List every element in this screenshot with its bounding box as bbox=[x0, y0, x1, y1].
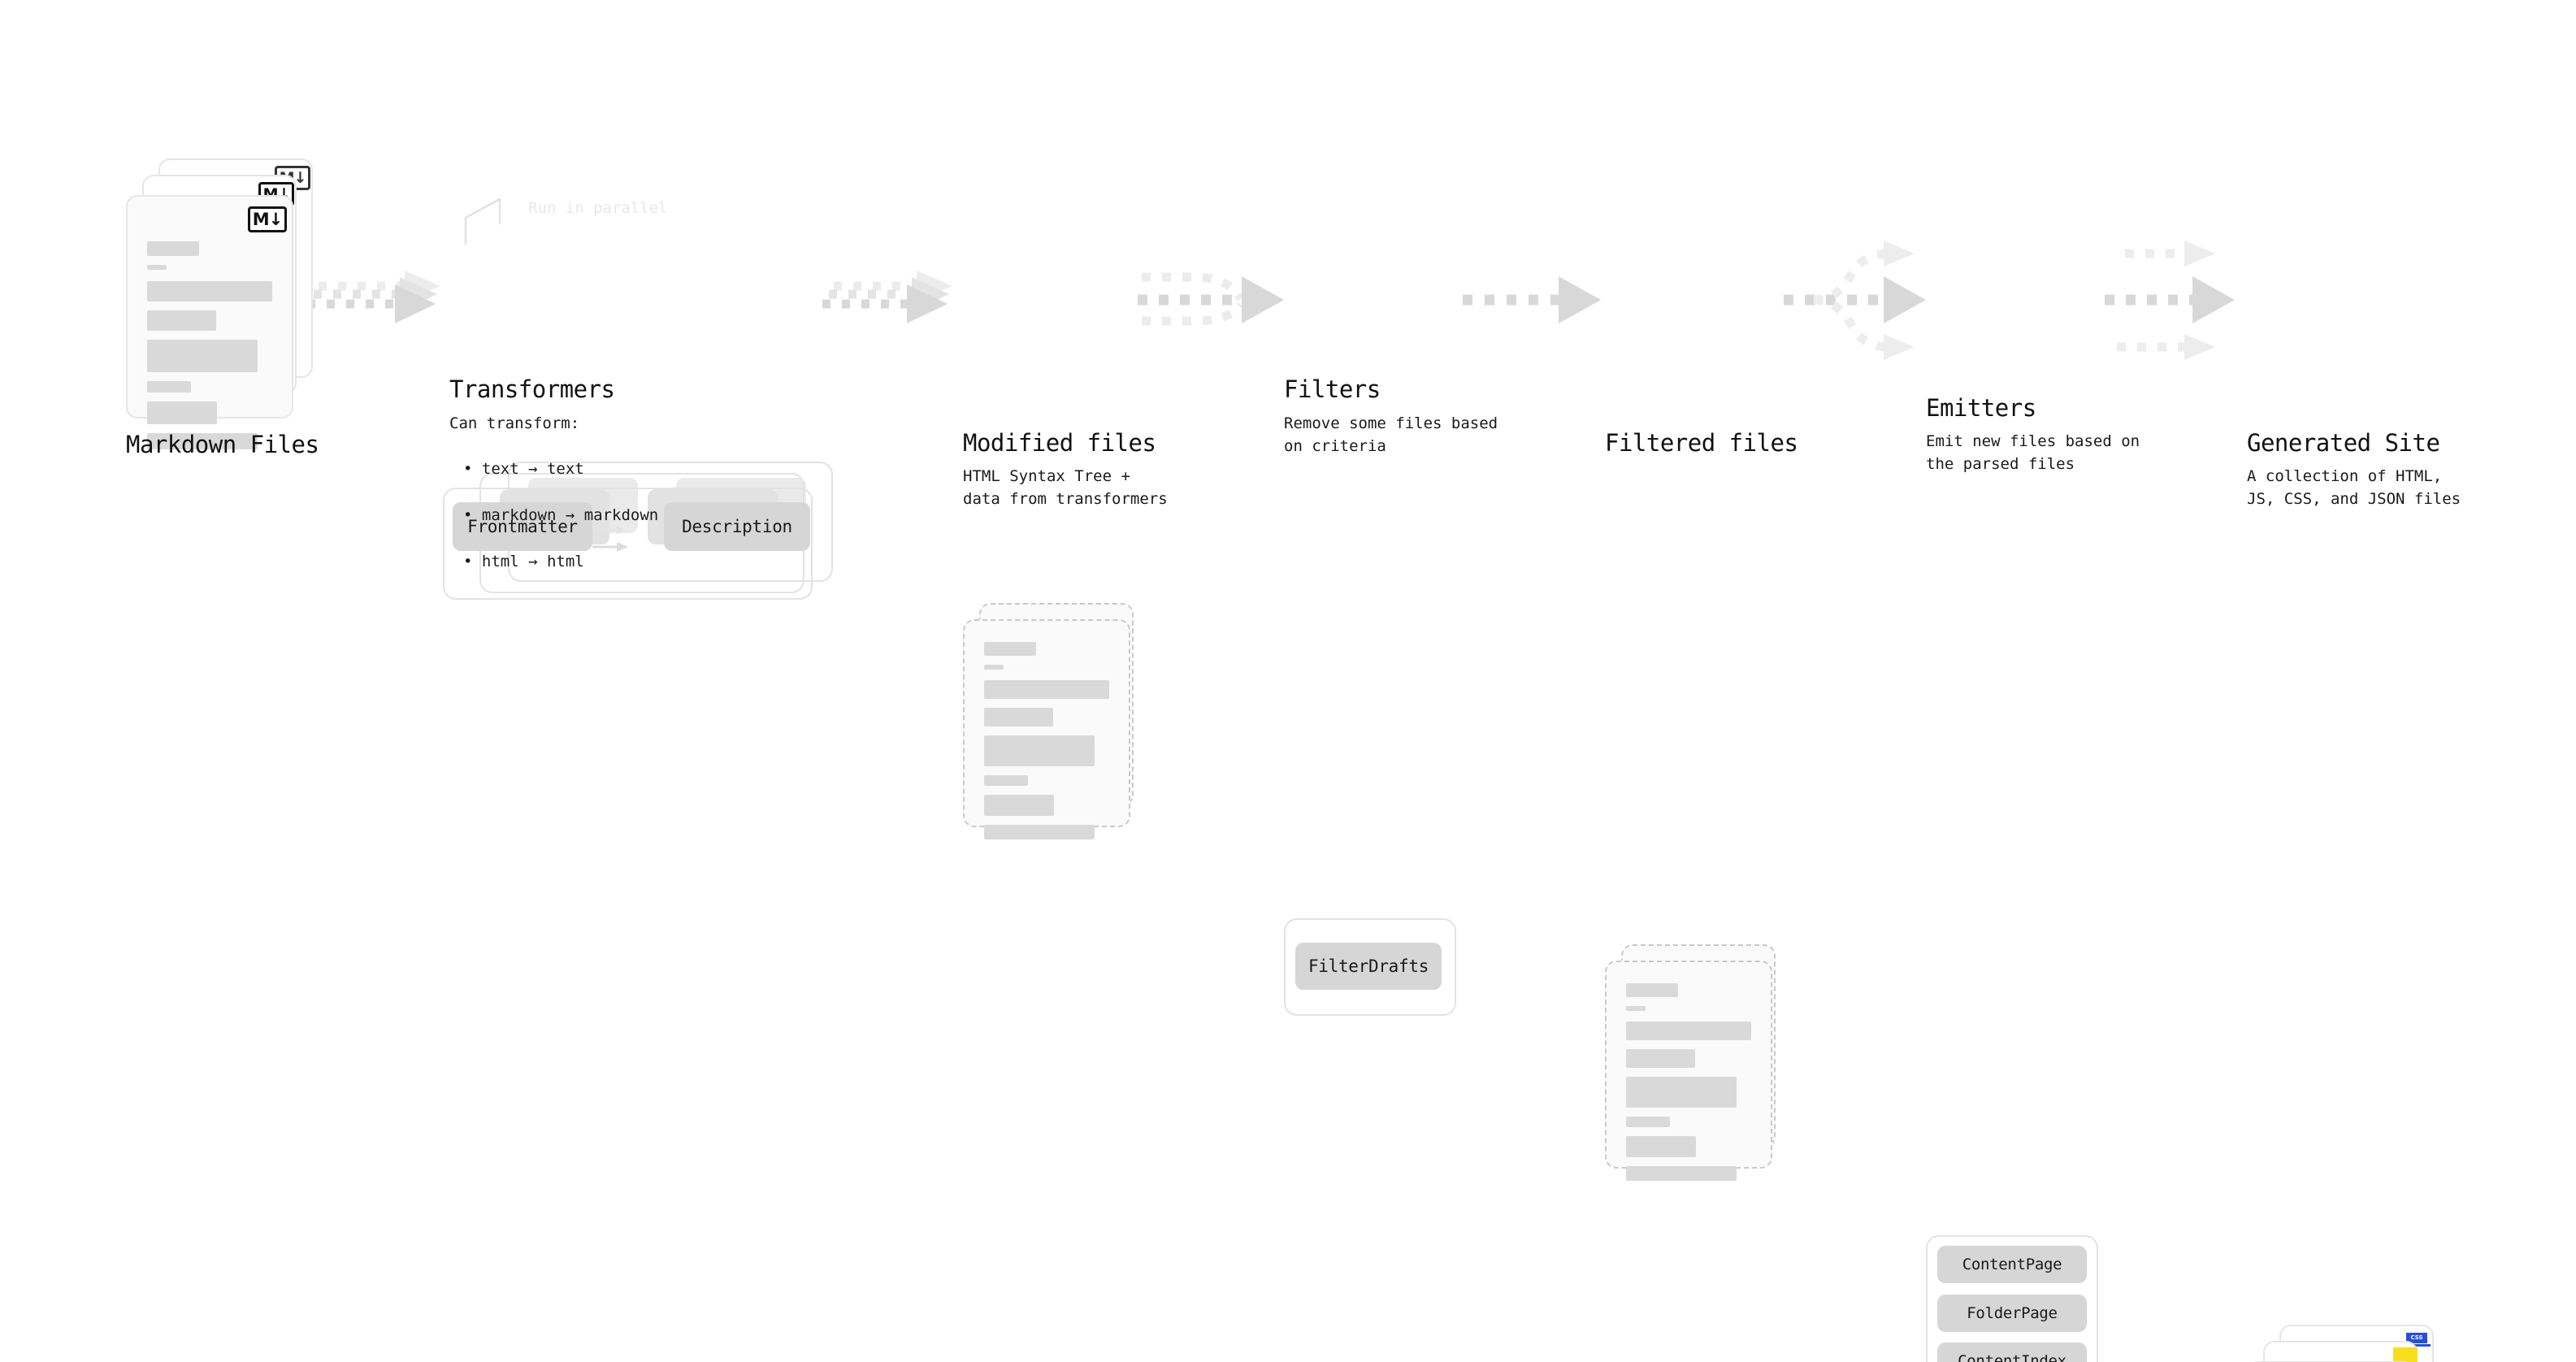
connector-filtered-to-emitters bbox=[1784, 241, 1926, 360]
caption-title-emitters: Emitters bbox=[1926, 394, 2036, 422]
caption-sub-filters: Remove some files based on criteria bbox=[1284, 414, 1498, 455]
doc-line bbox=[147, 340, 258, 372]
connector-modified-to-filters bbox=[1138, 272, 1284, 326]
modified-card-front bbox=[963, 619, 1130, 839]
doc-line bbox=[147, 265, 167, 270]
filtered-card-lines bbox=[1626, 983, 1751, 1190]
doc-line bbox=[984, 795, 1055, 816]
doc-line bbox=[1626, 1117, 1670, 1127]
site-card-front: HTML bbox=[2247, 1361, 2414, 1362]
stage-markdown-files: M↓ M↓ M↓ bbox=[126, 158, 321, 449]
connector-emitters-to-site bbox=[2105, 241, 2235, 360]
doc-line bbox=[1626, 983, 1678, 997]
pipeline-diagram: M↓ M↓ M↓ Markdown Files bbox=[0, 0, 2576, 681]
markdown-badge-front: M↓ bbox=[248, 206, 287, 232]
caption-sub-emitters: Emit new files based on the parsed files bbox=[1926, 432, 2140, 473]
js-logo bbox=[2393, 1347, 2418, 1362]
transformers-bullet-item: markdown → markdown bbox=[463, 504, 658, 527]
caption-sub-generated-site: A collection of HTML, JS, CSS, and JSON … bbox=[2247, 467, 2461, 508]
connectors-layer bbox=[307, 197, 2235, 360]
caption-title-transformers: Transformers bbox=[449, 375, 615, 403]
caption-title-filters: Filters bbox=[1284, 375, 1381, 403]
run-in-parallel-label: Run in parallel bbox=[528, 199, 668, 217]
emitter-chip-contentpage[interactable]: ContentPage bbox=[1937, 1246, 2087, 1283]
caption-title-generated-site: Generated Site bbox=[2247, 429, 2440, 457]
doc-line bbox=[147, 281, 272, 301]
emitter-chip-contentindex[interactable]: ContentIndex bbox=[1937, 1342, 2087, 1362]
doc-line bbox=[147, 433, 258, 449]
caption-sub-transformers: Can transform: bbox=[449, 414, 580, 432]
stage-emitters: ContentPage FolderPage ContentIndex bbox=[1926, 1235, 2121, 1362]
transformers-bullet-item: html → html bbox=[463, 550, 658, 574]
connector-transformers-to-modified bbox=[822, 271, 952, 323]
markdown-card-front: M↓ bbox=[126, 195, 293, 449]
emitter-chip-folderpage[interactable]: FolderPage bbox=[1937, 1295, 2087, 1332]
stage-generated-site: CSS HTML bbox=[2247, 1325, 2458, 1362]
markdown-card-lines bbox=[147, 241, 272, 458]
stage-filters: FilterDrafts bbox=[1284, 918, 1463, 1016]
doc-line bbox=[147, 381, 191, 393]
doc-line bbox=[147, 241, 199, 256]
modified-card-lines bbox=[984, 642, 1109, 848]
transformers-bullet-list: text → text markdown → markdown html → h… bbox=[463, 434, 658, 596]
doc-line bbox=[984, 775, 1028, 786]
doc-line bbox=[1626, 1136, 1697, 1157]
doc-line bbox=[1626, 1006, 1646, 1011]
connector-filters-to-filtered bbox=[1463, 276, 1601, 323]
caption-title-markdown-files: Markdown Files bbox=[126, 431, 319, 458]
doc-line bbox=[984, 708, 1053, 727]
filtered-card-front bbox=[1605, 961, 1772, 1181]
stage-filtered-files bbox=[1605, 944, 1792, 1188]
doc-line bbox=[1626, 1022, 1751, 1040]
doc-line bbox=[1626, 1049, 1695, 1068]
doc-line bbox=[147, 310, 216, 331]
doc-line bbox=[984, 665, 1004, 670]
transformers-bullet-item: text → text bbox=[463, 458, 658, 481]
doc-line bbox=[1626, 1077, 1737, 1108]
filter-chip-filterdrafts[interactable]: FilterDrafts bbox=[1295, 943, 1442, 990]
doc-line bbox=[984, 825, 1095, 839]
transformer-chip-description[interactable]: Description bbox=[664, 502, 810, 551]
doc-line bbox=[984, 680, 1109, 699]
stage-modified-files bbox=[963, 603, 1150, 847]
doc-line bbox=[147, 401, 218, 424]
doc-line bbox=[1626, 1166, 1737, 1181]
doc-line bbox=[984, 642, 1036, 656]
doc-line bbox=[984, 735, 1095, 766]
caption-title-filtered-files: Filtered files bbox=[1605, 429, 1798, 457]
caption-sub-modified-files: HTML Syntax Tree + data from transformer… bbox=[963, 467, 1168, 508]
transformers-box-front bbox=[443, 488, 813, 600]
connector-markdown-to-transformers bbox=[307, 271, 440, 323]
run-in-parallel-bracket bbox=[464, 197, 501, 245]
caption-title-modified-files: Modified files bbox=[963, 429, 1156, 457]
